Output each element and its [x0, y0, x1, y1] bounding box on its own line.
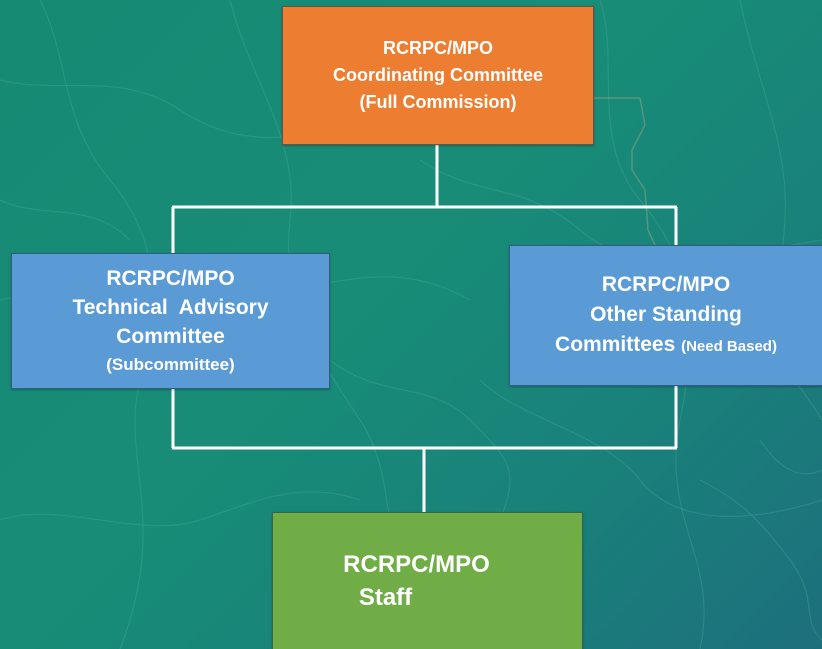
- technical-line-3: (Subcommittee): [106, 354, 235, 374]
- technical-line-2: Committee: [116, 324, 225, 348]
- technical-title: RCRPC/MPO: [106, 266, 235, 290]
- other-line-1: Other Standing: [590, 302, 742, 326]
- coordinating-line-2: (Full Commission): [359, 92, 517, 112]
- other-line-2-note: (Need Based): [681, 337, 777, 355]
- other-line-2: Committees: [555, 332, 676, 356]
- other-title: RCRPC/MPO: [601, 272, 731, 296]
- staff-title: RCRPC/MPO: [343, 551, 490, 578]
- staff-line-1: Staff: [358, 584, 413, 611]
- other-line-2-wrap: Committees (Need Based): [555, 330, 777, 362]
- technical-advisory-committee-box: RCRPC/MPO Technical Advisory Committee (…: [11, 253, 330, 389]
- technical-line-1: Technical Advisory: [72, 295, 269, 319]
- coordinating-committee-box: RCRPC/MPO Coordinating Committee (Full C…: [282, 6, 594, 145]
- coordinating-line-1: Coordinating Committee: [333, 65, 543, 85]
- coordinating-title: RCRPC/MPO: [382, 38, 493, 58]
- staff-box: RCRPC/MPO Staff: [272, 512, 583, 649]
- other-standing-committees-box: RCRPC/MPO Other Standing Committees (Nee…: [509, 245, 822, 386]
